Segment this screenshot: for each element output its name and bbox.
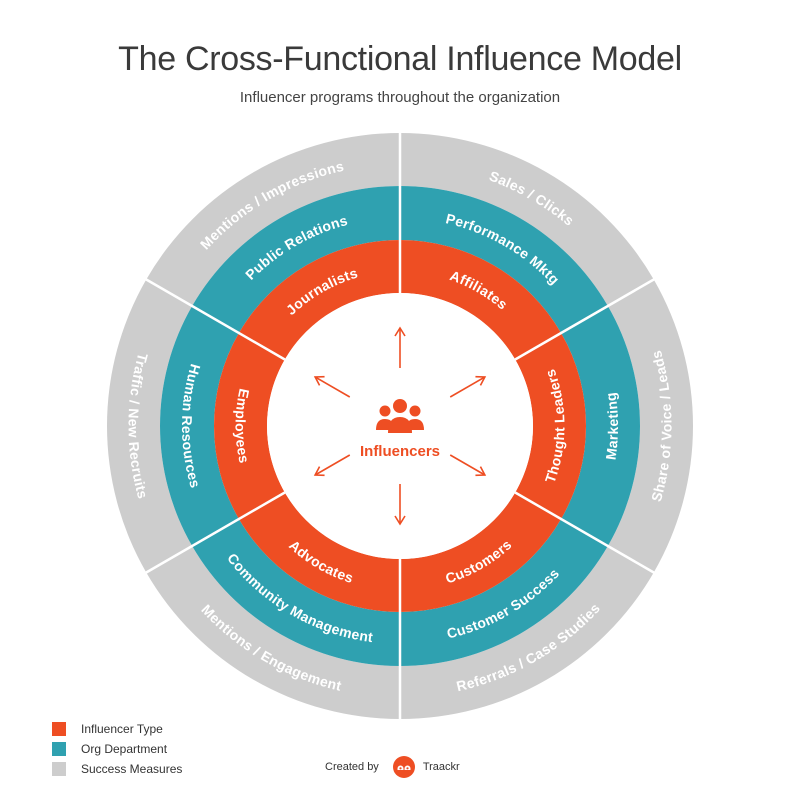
influencer-type-label: Employees xyxy=(232,387,252,464)
credit-brand: Traackr xyxy=(422,761,460,773)
outward-arrow-head xyxy=(313,466,325,477)
segment-divider xyxy=(144,491,286,575)
outward-arrows xyxy=(313,326,487,526)
org-department-band xyxy=(400,186,608,333)
legend-label: Influencer Type xyxy=(81,722,163,736)
page-subtitle: Influencer programs throughout the organ… xyxy=(239,89,561,106)
credit-prefix: Created by xyxy=(325,761,379,773)
legend-label: Org Department xyxy=(81,742,168,756)
outward-arrow-head xyxy=(475,375,487,386)
legend-swatch xyxy=(52,762,66,776)
org-department-label: Marketing xyxy=(602,391,621,460)
outward-arrow-head xyxy=(394,326,406,337)
success-measure-band xyxy=(106,279,193,573)
org-department-band xyxy=(160,306,239,546)
traackr-logo-icon xyxy=(392,756,415,778)
legend-item-success-measures: Success Measures xyxy=(52,759,182,779)
outward-arrow xyxy=(449,454,486,476)
influencer-type-band xyxy=(515,333,586,519)
legend-label: Success Measures xyxy=(81,762,183,776)
outward-arrow xyxy=(314,376,351,398)
legend-item-influencer-type: Influencer Type xyxy=(52,719,182,739)
legend-swatch xyxy=(52,742,66,756)
org-department-band xyxy=(400,519,608,666)
segment-dividers xyxy=(144,132,656,720)
org-department-band xyxy=(561,306,641,546)
influencer-type-ring xyxy=(214,240,586,612)
outward-arrow-head xyxy=(475,466,487,477)
people-group-icon xyxy=(376,399,424,433)
org-department-band xyxy=(192,519,400,666)
credit-line: Created by Traackr xyxy=(325,756,460,778)
success-measures-ring xyxy=(106,133,693,719)
org-department-ring xyxy=(160,186,641,666)
influencer-type-band xyxy=(400,240,562,360)
influencer-type-band xyxy=(214,333,285,519)
page-title: The Cross-Functional Influence Model xyxy=(118,40,682,78)
legend-swatch xyxy=(52,722,66,736)
segment-divider xyxy=(514,491,656,575)
legend: Influencer Type Org Department Success M… xyxy=(52,719,182,779)
success-measure-band xyxy=(400,546,654,719)
outward-arrow xyxy=(449,376,486,398)
center-label: Influencers xyxy=(360,443,440,460)
influencer-type-band xyxy=(400,492,562,612)
influencer-type-label-text: Employees xyxy=(232,387,252,464)
influencer-type-band xyxy=(238,240,400,360)
outward-arrow-head xyxy=(394,515,406,526)
legend-item-org-department: Org Department xyxy=(52,739,182,759)
success-measure-band xyxy=(400,133,654,306)
org-department-band xyxy=(192,186,400,333)
segment-divider xyxy=(144,277,286,361)
success-measure-band xyxy=(146,133,400,306)
success-measure-band xyxy=(607,279,693,573)
org-department-label-text: Marketing xyxy=(602,391,620,460)
success-measure-band xyxy=(146,546,400,719)
outward-arrow-head xyxy=(313,375,325,386)
influencer-type-band xyxy=(238,492,400,612)
segment-divider xyxy=(514,277,656,361)
outward-arrow xyxy=(314,454,351,476)
